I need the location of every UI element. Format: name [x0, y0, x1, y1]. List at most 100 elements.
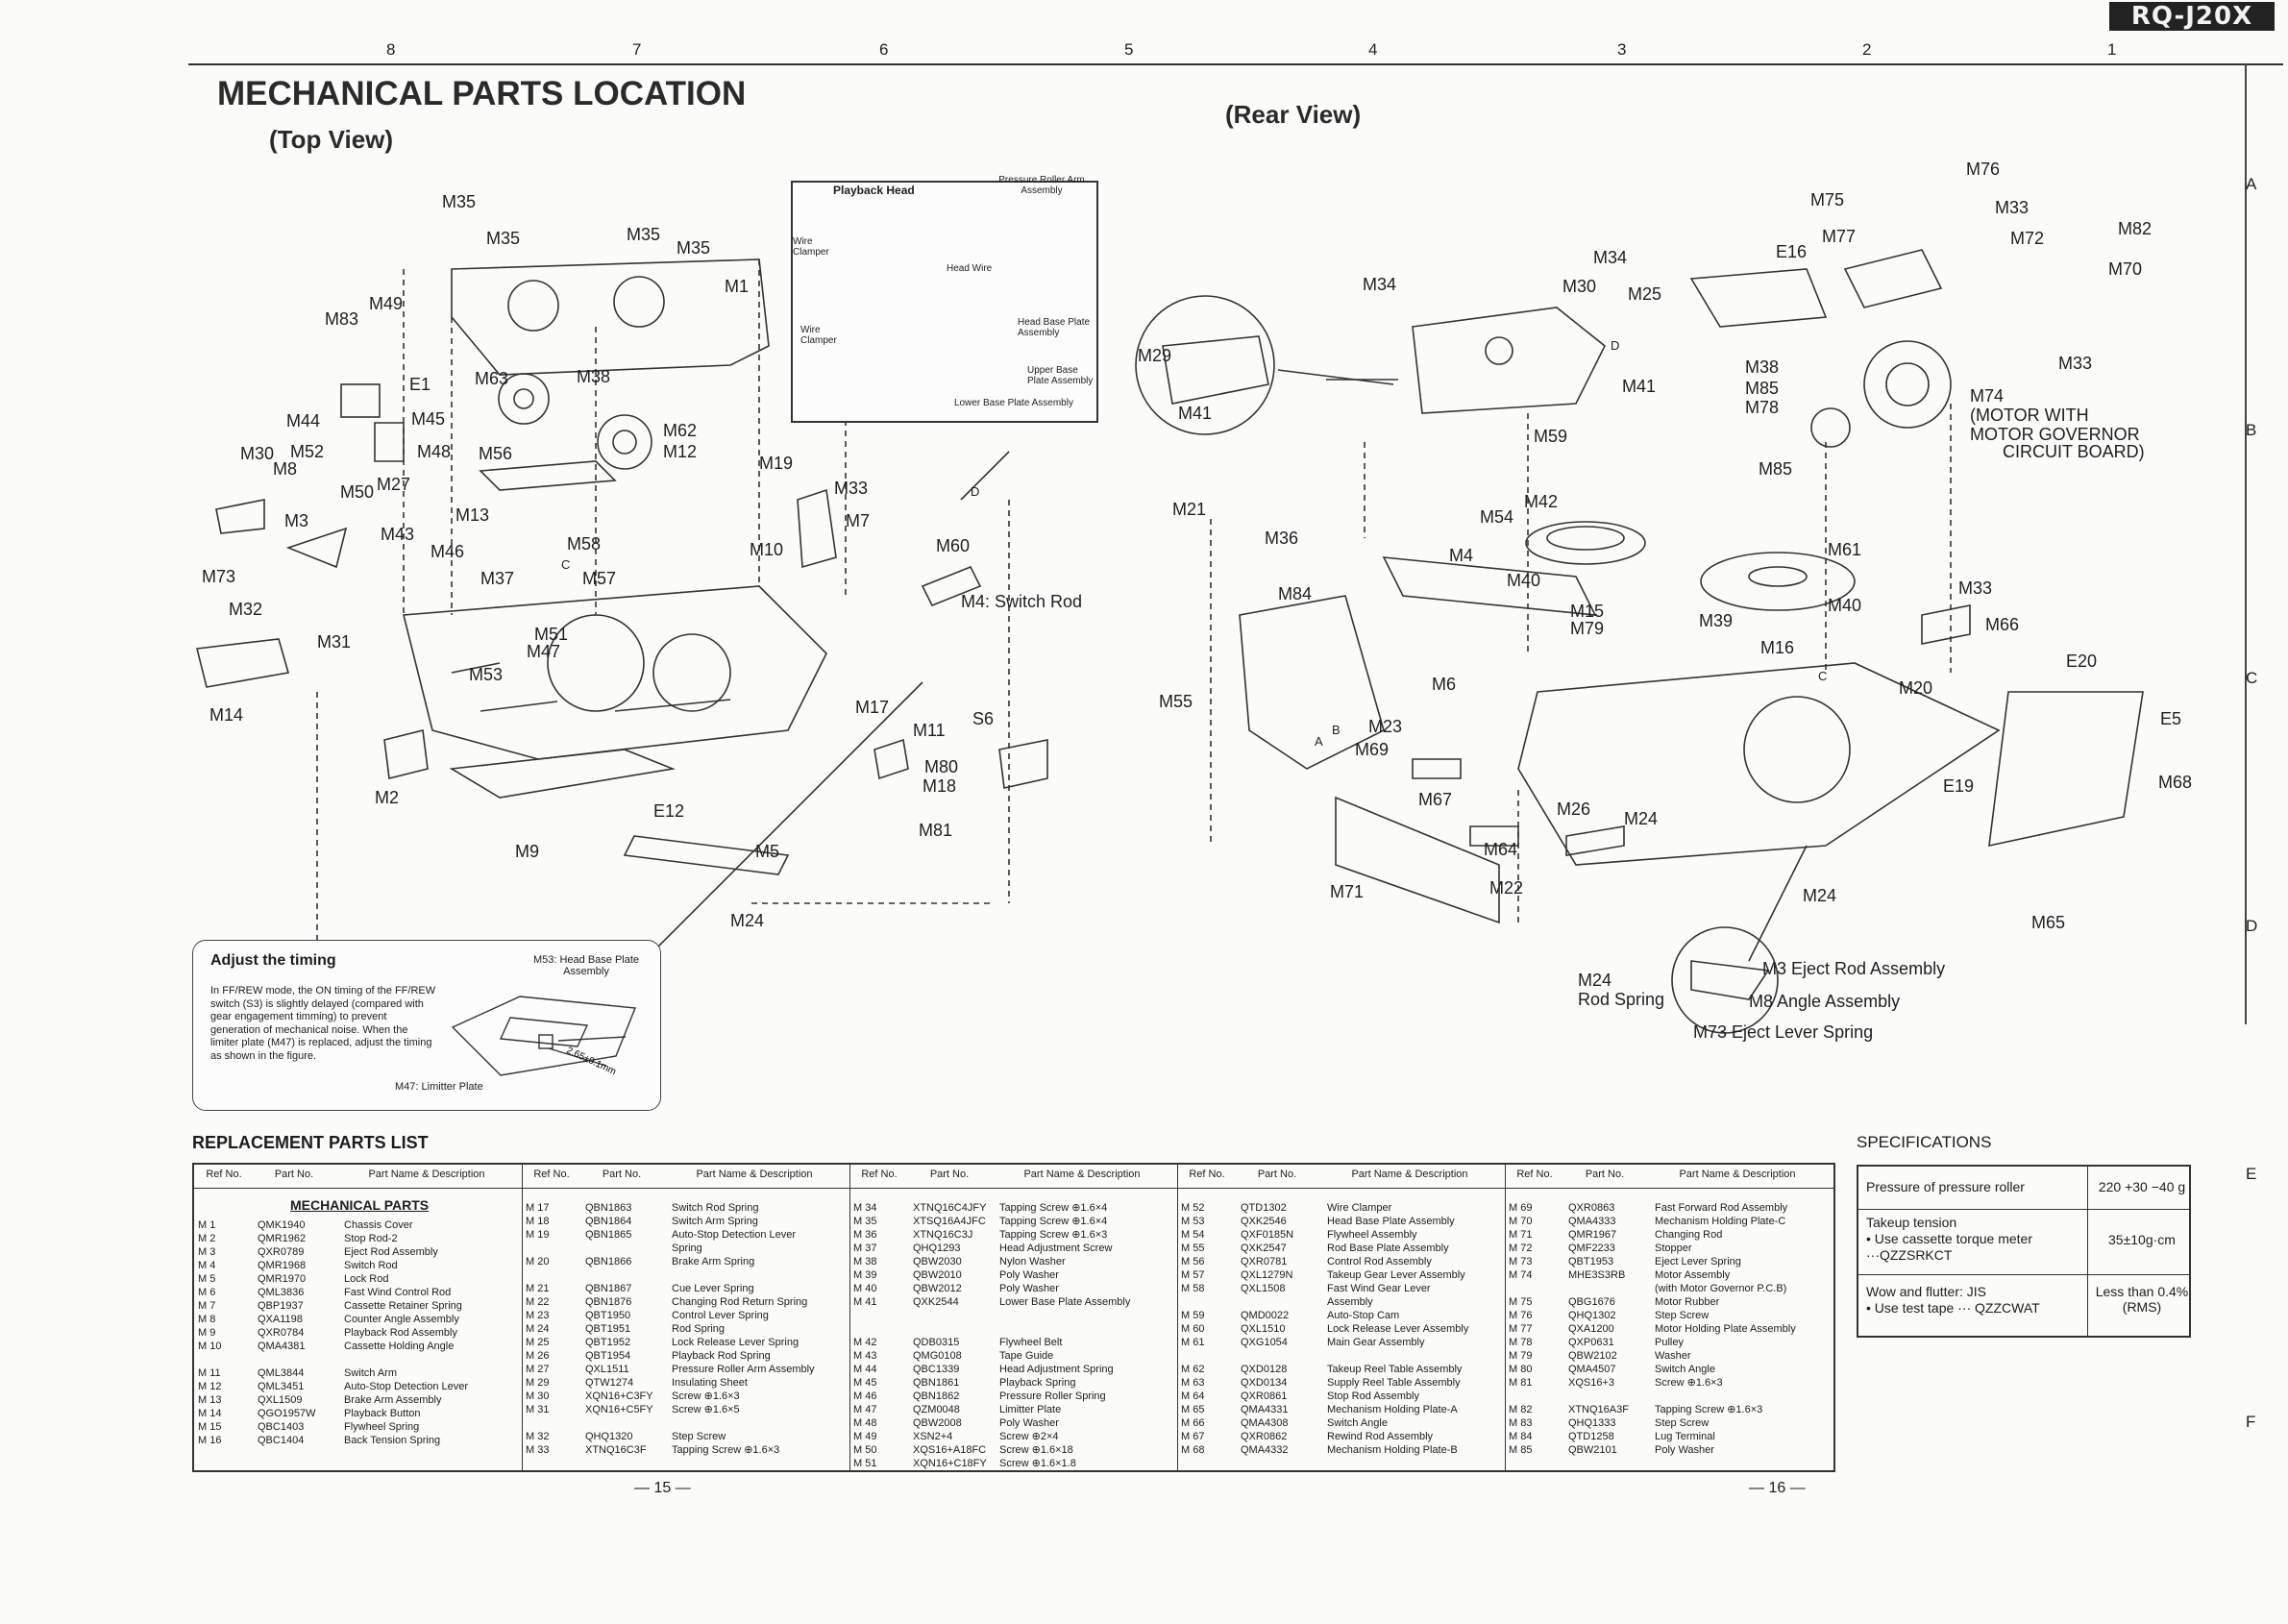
ref-no: M 29 [526, 1377, 550, 1389]
part-description: Step Screw [1655, 1417, 1710, 1429]
part-no: QBN1863 [585, 1202, 632, 1214]
part-no: QBN1866 [585, 1256, 632, 1267]
part-label: M50 [340, 482, 375, 502]
row-letter: E [2246, 1165, 2257, 1183]
part-label: M40 [1507, 571, 1541, 590]
part-description: Control Lever Spring [672, 1310, 769, 1321]
part-description: Insulating Sheet [672, 1377, 748, 1389]
part-label: M80 [924, 757, 959, 776]
part-no: QBN1865 [585, 1229, 632, 1241]
ref-no: M 52 [1181, 1202, 1205, 1214]
timing-dimension: 2.65±0.1mm [565, 1046, 618, 1077]
ref-no: M 1 [198, 1219, 216, 1231]
part-label: (MOTOR WITH [1970, 406, 2089, 425]
part-description: Switch Angle [1327, 1417, 1388, 1429]
spec-value: 35±10g·cm [2108, 1232, 2176, 1247]
ref-no: M 24 [526, 1323, 550, 1335]
part-description: Limitter Plate [999, 1404, 1062, 1415]
part-label: M21 [1172, 500, 1207, 519]
ref-no: M 83 [1509, 1417, 1533, 1429]
parts-table-header [194, 1165, 1833, 1189]
parts-list-heading: REPLACEMENT PARTS LIST [192, 1133, 429, 1152]
zone-number: 6 [879, 40, 889, 59]
part-no: QBT1952 [585, 1337, 631, 1348]
part-label: M74 [1970, 386, 2005, 406]
ref-no: M 35 [853, 1216, 877, 1227]
part-no: XQS16+A18FC [913, 1444, 987, 1456]
part-description: Brake Arm Assembly [344, 1394, 442, 1406]
part-description: Pressure Roller Spring [999, 1390, 1106, 1402]
col-header-desc: Part Name & Description [368, 1169, 485, 1180]
part-description: Motor Rubber [1655, 1296, 1720, 1308]
part-description: Step Screw [672, 1431, 726, 1442]
part-no: QXL1508 [1241, 1283, 1286, 1294]
part-description: Auto-Stop Detection Lever [344, 1381, 469, 1392]
part-label: M38 [577, 367, 611, 386]
part-label: M4 [1449, 546, 1474, 565]
part-no: QML3836 [258, 1287, 305, 1298]
ref-no: M 82 [1509, 1404, 1533, 1415]
part-description: Lower Base Plate Assembly [999, 1296, 1131, 1308]
ref-no: M 53 [1181, 1216, 1205, 1227]
part-description: Head Adjustment Screw [999, 1243, 1113, 1254]
part-description: Assembly [1327, 1296, 1373, 1308]
ref-no: M 55 [1181, 1243, 1205, 1254]
part-label: M7 [846, 511, 871, 530]
part-description: Screw ⊕1.6×5 [672, 1404, 740, 1415]
part-no: QXR0861 [1241, 1390, 1288, 1402]
ref-no: M 8 [198, 1314, 216, 1325]
part-label: M2 [375, 788, 400, 807]
part-no: QBC1339 [913, 1364, 960, 1375]
part-description: Pulley [1655, 1337, 1684, 1348]
part-label: B [1332, 723, 1341, 737]
part-description: Changing Rod [1655, 1229, 1723, 1241]
col-header-desc: Part Name & Description [1023, 1169, 1141, 1180]
part-no: QMA4332 [1241, 1444, 1289, 1456]
part-no: QXP0631 [1568, 1337, 1614, 1348]
part-no: QTD1302 [1241, 1202, 1287, 1214]
col-header-ref: Ref No. [861, 1169, 898, 1180]
specifications-heading: SPECIFICATIONS [1857, 1133, 1992, 1151]
part-label: M5 [755, 842, 780, 861]
col-header-ref: Ref No. [1189, 1169, 1225, 1180]
part-description: Stopper [1655, 1243, 1692, 1254]
part-label: M17 [855, 698, 890, 717]
part-label: M61 [1828, 540, 1862, 559]
part-description: Screw ⊕1.6×3 [672, 1390, 740, 1402]
part-label: M33 [1995, 198, 2030, 217]
part-label: M49 [369, 294, 404, 313]
part-description: Poly Washer [1655, 1444, 1714, 1456]
zone-number: 1 [2107, 40, 2117, 59]
spec-row: Takeup tension • Use cassette torque met… [1858, 1209, 2189, 1275]
part-label: M73 Eject Lever Spring [1693, 1022, 1874, 1042]
part-description: Brake Arm Spring [672, 1256, 755, 1267]
zone-number: 4 [1368, 40, 1378, 59]
part-label: D [1611, 338, 1620, 353]
specifications-table: Pressure of pressure roller 220 +30 −40 … [1857, 1165, 2191, 1338]
part-no: QGO1957W [258, 1408, 316, 1419]
spec-label: Wow and flutter: JIS • Use test tape ···… [1866, 1284, 2040, 1316]
spec-row: Wow and flutter: JIS • Use test tape ···… [1858, 1274, 2189, 1334]
part-label: M32 [229, 600, 263, 619]
rear-view-heading: (Rear View) [1225, 100, 1362, 129]
ref-no: M 57 [1181, 1269, 1205, 1281]
part-no: QXK2547 [1241, 1243, 1287, 1254]
part-description: Switch Arm Spring [672, 1216, 758, 1227]
ref-no: M 72 [1509, 1243, 1533, 1254]
part-label: M65 [2031, 913, 2066, 932]
zone-number: 8 [386, 40, 396, 59]
part-description: Auto-Stop Cam [1327, 1310, 1400, 1321]
part-no: QML3451 [258, 1381, 305, 1392]
part-description: Flywheel Belt [999, 1337, 1063, 1348]
ref-no: M 5 [198, 1273, 216, 1285]
part-no: QXD0128 [1241, 1364, 1288, 1375]
col-header-part: Part No. [274, 1169, 314, 1180]
part-description: Eject Rod Assembly [344, 1246, 438, 1258]
part-description: Rod Spring [672, 1323, 726, 1335]
part-description: Back Tension Spring [344, 1435, 441, 1446]
part-label: M55 [1159, 692, 1193, 711]
model-badge: RQ-J20X [2109, 2, 2275, 31]
part-no: QMA4381 [258, 1341, 306, 1352]
part-no: QXD0134 [1241, 1377, 1288, 1389]
zone-number-bar: 8 7 6 5 4 3 2 1 [0, 40, 2288, 63]
